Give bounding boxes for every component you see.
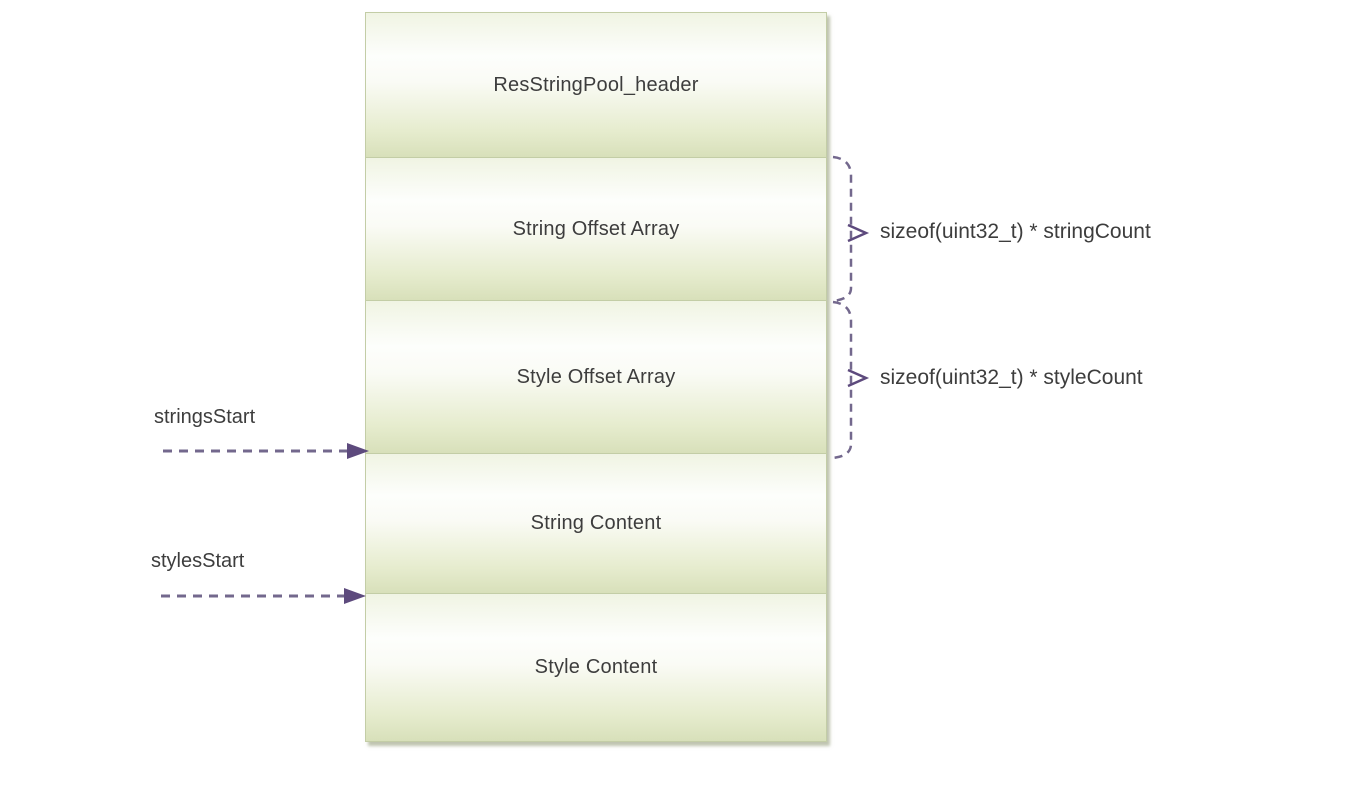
string-count-brace: [832, 155, 870, 303]
styles-start-label: stylesStart: [151, 550, 245, 572]
box-label: Style Content: [534, 656, 658, 678]
box-label: Style Offset Array: [516, 365, 676, 388]
strings-start-label: stringsStart: [154, 406, 256, 428]
box-string-offset-array: String Offset Array: [366, 158, 826, 301]
styles-start-arrow: [161, 588, 366, 604]
style-count-size-label: sizeof(uint32_t) * styleCount: [880, 366, 1143, 389]
memory-layout-column: ResStringPool_header String Offset Array…: [365, 12, 827, 742]
strings-start-arrow: [163, 443, 369, 459]
box-style-offset-array: Style Offset Array: [366, 301, 826, 454]
box-label: String Content: [530, 512, 662, 534]
box-style-content: Style Content: [366, 594, 826, 741]
brace-cusp-icon: [847, 223, 870, 243]
arrowhead-icon: [344, 588, 366, 604]
style-count-brace: [832, 300, 870, 460]
box-label: String Offset Array: [512, 217, 680, 240]
brace-cusp-icon: [847, 368, 870, 388]
box-resstringpool-header: ResStringPool_header: [366, 13, 826, 158]
box-label: ResStringPool_header: [493, 73, 699, 96]
box-string-content: String Content: [366, 454, 826, 594]
string-count-size-label: sizeof(uint32_t) * stringCount: [880, 220, 1151, 243]
